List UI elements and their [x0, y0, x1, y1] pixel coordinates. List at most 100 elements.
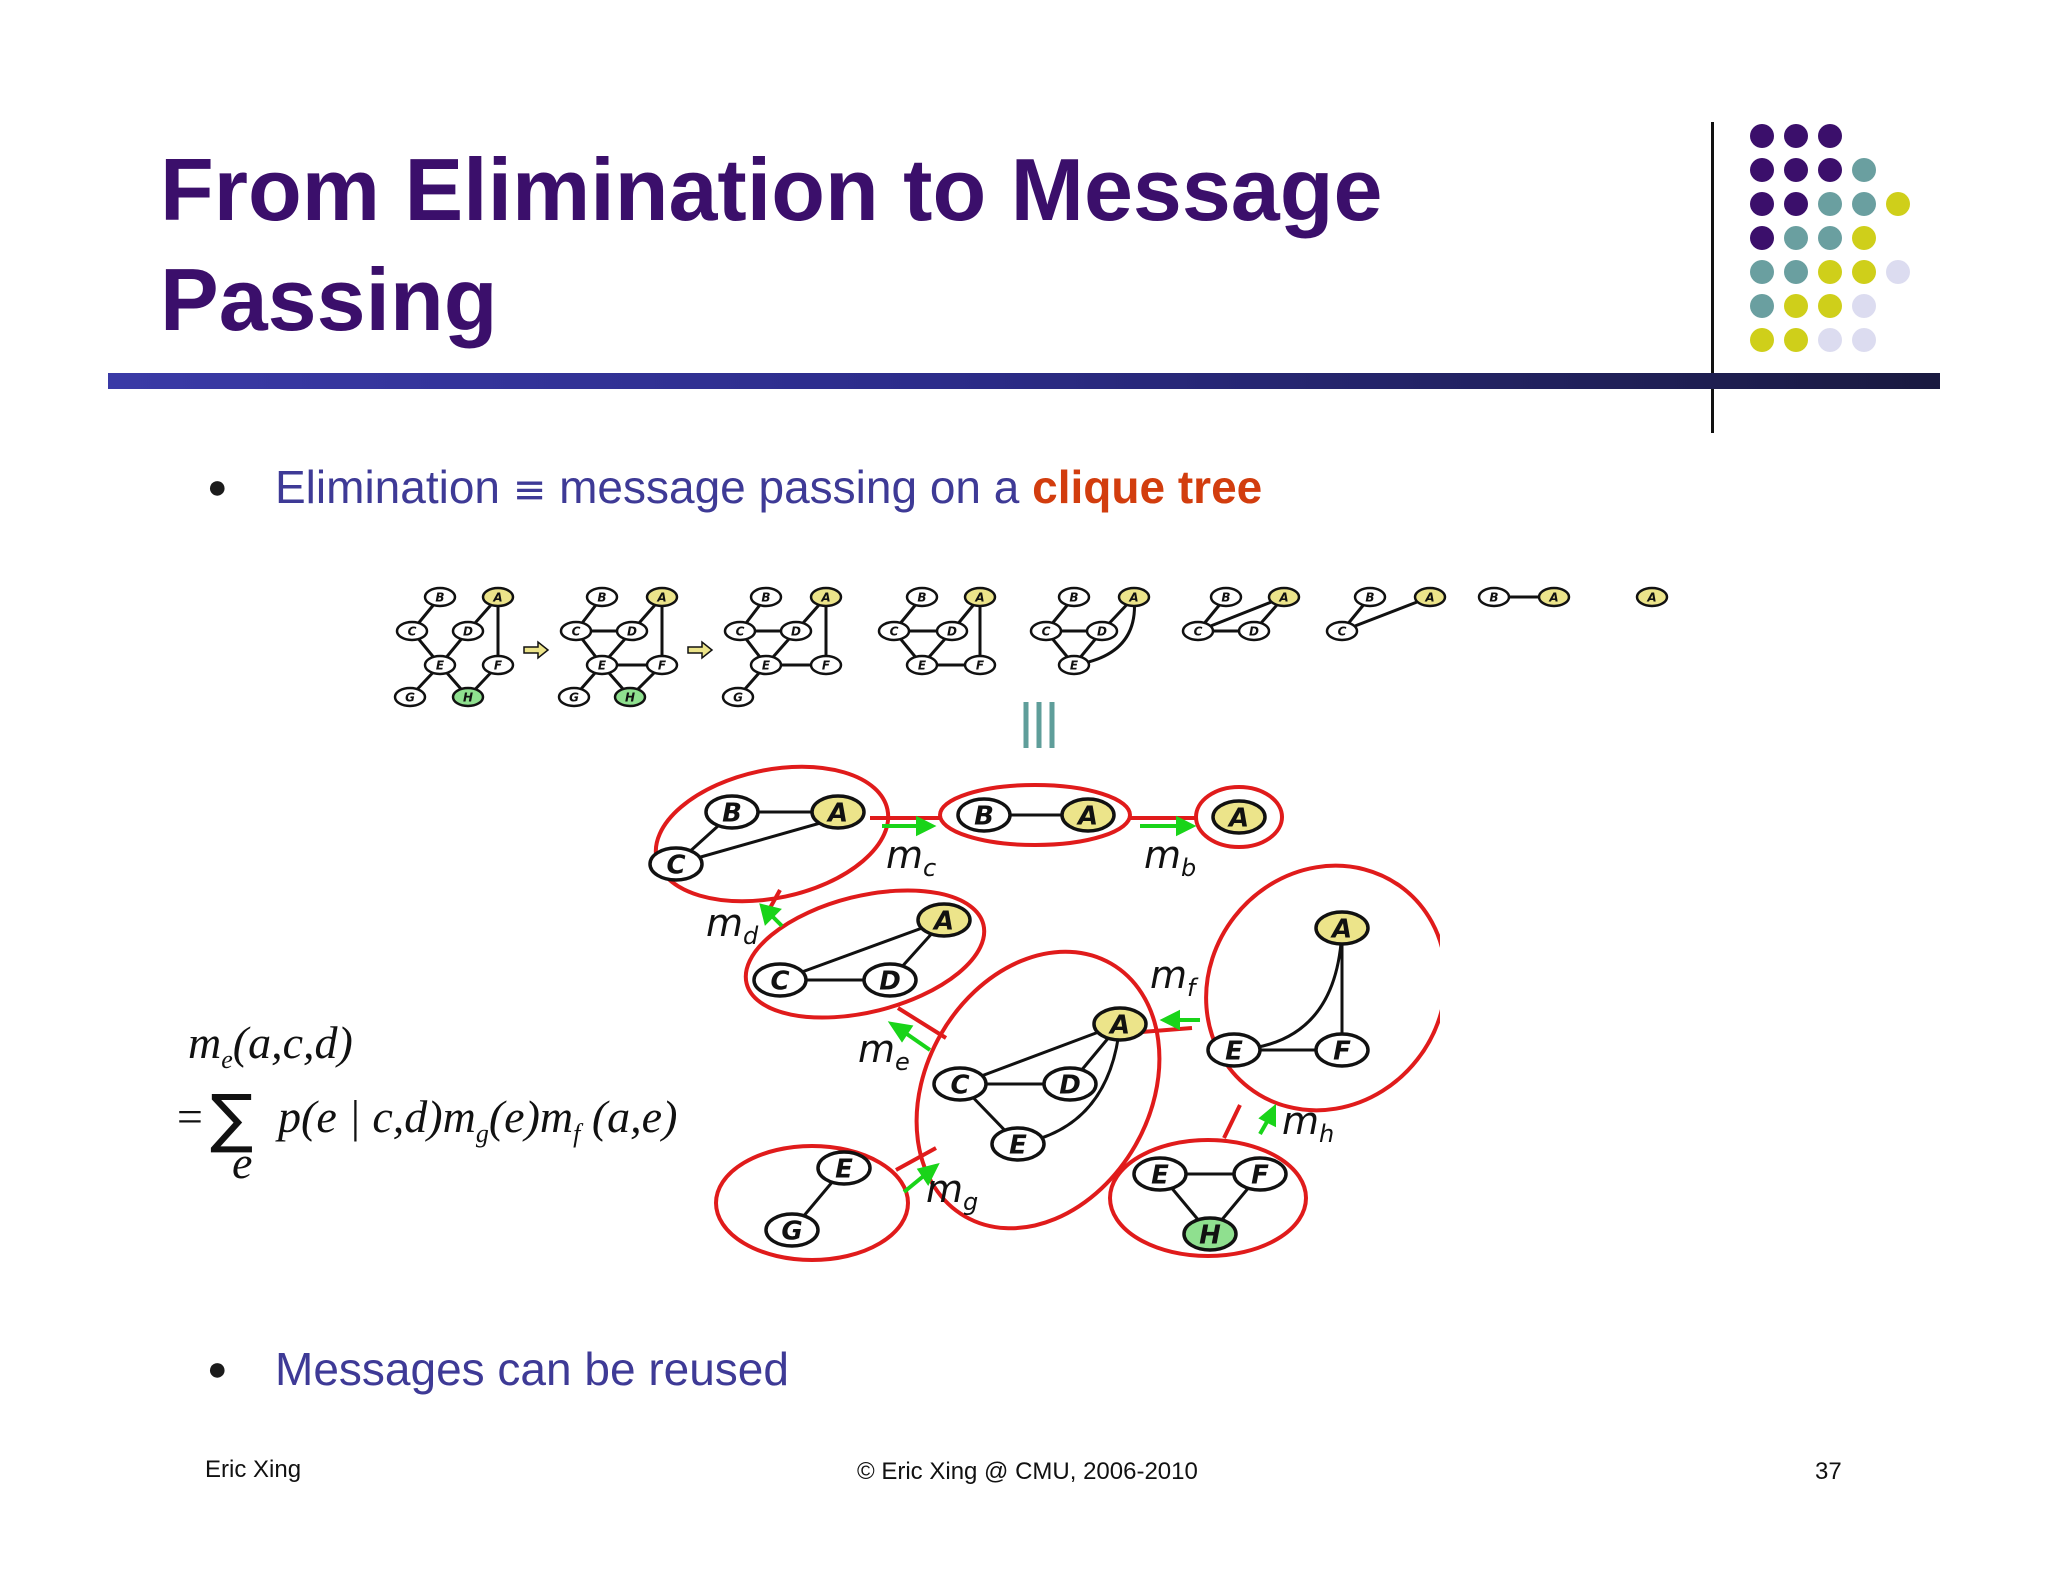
node-g: G: [557, 686, 591, 708]
decorative-dot: [1852, 294, 1876, 318]
node-d: D: [779, 620, 813, 642]
decorative-dot: [1818, 192, 1842, 216]
svg-text:D: D: [463, 624, 473, 638]
decorative-dot: [1784, 260, 1808, 284]
node-f: F: [963, 654, 997, 676]
decorative-dot: [1818, 260, 1842, 284]
svg-text:A: A: [1646, 590, 1656, 604]
svg-text:E: E: [1009, 1130, 1027, 1160]
decorative-dot: [1852, 158, 1876, 182]
svg-text:E: E: [1070, 658, 1079, 672]
node-a: A: [1060, 797, 1116, 833]
node-a: A: [810, 794, 866, 830]
svg-text:E: E: [598, 658, 607, 672]
msg-label-mc: mc: [886, 833, 936, 882]
node-f: F: [481, 654, 515, 676]
svg-text:p(e | c,d)mg(e)mf (a,e): p(e | c,d)mg(e)mf (a,e): [275, 1091, 677, 1148]
svg-text:C: C: [950, 1070, 969, 1100]
svg-text:A: A: [820, 590, 830, 604]
svg-text:D: D: [1059, 1070, 1081, 1100]
svg-text:B: B: [597, 590, 606, 604]
svg-text:C: C: [408, 624, 417, 638]
msg-label-mf: mf: [1150, 953, 1199, 1002]
svg-text:F: F: [822, 658, 831, 672]
svg-text:E: E: [1151, 1160, 1169, 1190]
node-d: D: [451, 620, 485, 642]
node-h: H: [613, 686, 647, 708]
equivalence-symbol: ≡: [512, 467, 547, 513]
svg-text:C: C: [1042, 624, 1051, 638]
node-h: H: [451, 686, 485, 708]
svg-text:E: E: [436, 658, 445, 672]
svg-text:G: G: [405, 690, 415, 704]
svg-text:∑: ∑: [210, 1082, 253, 1156]
node-f: F: [1314, 1032, 1370, 1068]
node-f: F: [1232, 1156, 1288, 1192]
decorative-dot: [1784, 294, 1808, 318]
node-h: H: [1182, 1216, 1238, 1252]
title-underline-bar: [108, 373, 1940, 389]
node-e: E: [990, 1126, 1046, 1162]
message-formula: me(a,c,d) = ∑ e p(e | c,d)mg(e)mf (a,e): [174, 1017, 677, 1188]
decorative-dot: [1886, 260, 1910, 284]
svg-text:A: A: [1108, 1010, 1130, 1040]
node-a: A: [481, 586, 515, 608]
decorative-dot: [1886, 192, 1910, 216]
decorative-dot: [1852, 260, 1876, 284]
decorative-dot: [1784, 192, 1808, 216]
svg-text:B: B: [435, 590, 444, 604]
node-c: C: [395, 620, 429, 642]
decorative-dot: [1750, 192, 1774, 216]
svg-text:D: D: [947, 624, 957, 638]
node-e: E: [1206, 1032, 1262, 1068]
equivalence-bars: [1023, 702, 1055, 748]
svg-text:A: A: [932, 906, 954, 936]
node-f: F: [645, 654, 679, 676]
svg-text:C: C: [890, 624, 899, 638]
node-c: C: [1181, 620, 1215, 642]
node-d: D: [935, 620, 969, 642]
decorative-dot: [1818, 328, 1842, 352]
svg-text:E: E: [835, 1154, 853, 1184]
node-a: A: [1635, 586, 1669, 608]
svg-text:me(a,c,d): me(a,c,d): [188, 1017, 353, 1074]
clique-a: [1194, 785, 1284, 849]
decorative-dot: [1750, 158, 1774, 182]
svg-text:A: A: [1278, 590, 1288, 604]
node-a: A: [1211, 799, 1267, 835]
msg-label-mh: mh: [1282, 1099, 1334, 1148]
bullet-elimination: ● Elimination ≡ message passing on a cli…: [207, 458, 1507, 518]
node-f: F: [809, 654, 843, 676]
svg-text:A: A: [1330, 914, 1352, 944]
svg-text:A: A: [1128, 590, 1138, 604]
decorative-dot: [1784, 328, 1808, 352]
decorative-dot: [1784, 124, 1808, 148]
node-c: C: [932, 1066, 988, 1102]
node-d: D: [1042, 1066, 1098, 1102]
decorative-dot-grid: [1750, 124, 1910, 352]
node-b: B: [585, 586, 619, 608]
svg-text:=: =: [174, 1091, 205, 1142]
decorative-dot: [1818, 124, 1842, 148]
svg-text:C: C: [770, 966, 789, 996]
bullet-messages-reused: ● Messages can be reused: [207, 1340, 1107, 1400]
decorative-dot: [1750, 124, 1774, 148]
svg-text:B: B: [722, 798, 742, 828]
svg-text:E: E: [762, 658, 771, 672]
node-c: C: [1029, 620, 1063, 642]
svg-text:C: C: [572, 624, 581, 638]
slide-title: From Elimination to Message Passing: [160, 140, 1383, 349]
node-d: D: [1085, 620, 1119, 642]
svg-text:D: D: [879, 966, 901, 996]
node-c: C: [559, 620, 593, 642]
svg-text:D: D: [1249, 624, 1259, 638]
svg-text:E: E: [918, 658, 927, 672]
node-g: G: [721, 686, 755, 708]
svg-text:H: H: [1199, 1220, 1221, 1250]
node-a: A: [1314, 910, 1370, 946]
node-a: A: [1537, 586, 1571, 608]
node-e: E: [585, 654, 619, 676]
msg-label-md: md: [706, 901, 759, 950]
